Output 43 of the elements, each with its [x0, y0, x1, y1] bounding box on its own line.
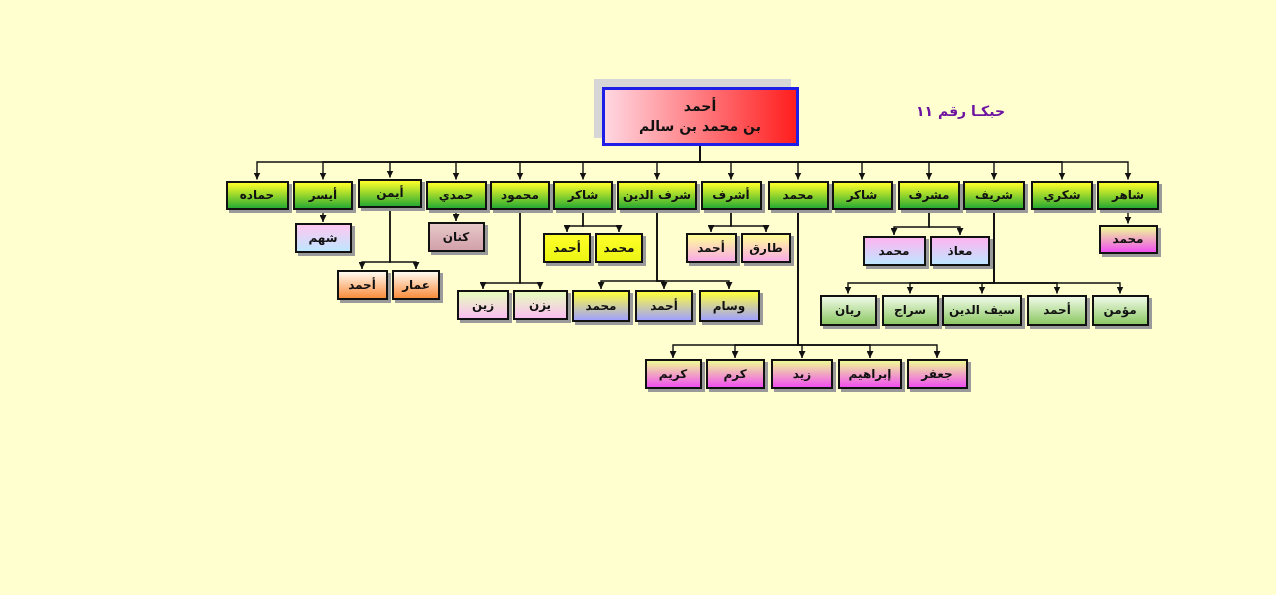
person-box: جعفر [906, 359, 968, 389]
person-box: محمد [862, 236, 926, 266]
person-box: شرف الدين [617, 180, 697, 210]
person-box: شريف [963, 180, 1025, 210]
person-box: أيسر [293, 180, 353, 210]
person-box: شاهر [1097, 180, 1159, 210]
person-box: شكري [1031, 180, 1093, 210]
person-box: معاذ [930, 236, 990, 266]
person-box: شاكر [831, 180, 893, 210]
person-box: سراج [881, 294, 939, 326]
person-box: محمد [767, 180, 829, 210]
person-box: محمد [572, 290, 630, 322]
person-box: ريان [819, 294, 877, 326]
person-box: كرم [705, 359, 765, 389]
person-box: أحمد [543, 233, 591, 263]
person-box: كريم [644, 359, 702, 389]
person-box: أحمد [336, 270, 388, 300]
person-box: زين [457, 290, 509, 320]
person-box: شهم [294, 223, 352, 253]
person-name: أحمد [683, 96, 717, 116]
person-box: مؤمن [1091, 294, 1149, 326]
person-box: محمد [1098, 224, 1158, 254]
chart-title: حبكـا رقم ١١ [916, 103, 1006, 119]
person-box: محمود [490, 180, 550, 210]
person-box: أشرف [700, 180, 762, 210]
person-box: إبراهيم [838, 359, 902, 389]
lineage-text: بن محمد بن سالم [639, 117, 761, 136]
person-box: أحمد [635, 290, 693, 322]
person-box: أيمن [358, 178, 422, 208]
person-box: محمد [595, 233, 643, 263]
person-box: مشرف [898, 180, 960, 210]
person-box: يزن [512, 290, 568, 320]
person-box: وسام [698, 290, 760, 322]
person-box: أحمد [1027, 294, 1087, 326]
person-box: كنان [427, 222, 485, 252]
person-box: زيد [771, 359, 833, 389]
person-box: أحمد [685, 233, 737, 263]
person-box: عمار [392, 270, 440, 300]
person-box: سيف الدين [942, 294, 1022, 326]
person-box: حمدي [425, 180, 487, 210]
person-box: حماده [225, 180, 289, 210]
person-box: طارق [741, 233, 791, 263]
person-box: شاكر [553, 180, 613, 210]
